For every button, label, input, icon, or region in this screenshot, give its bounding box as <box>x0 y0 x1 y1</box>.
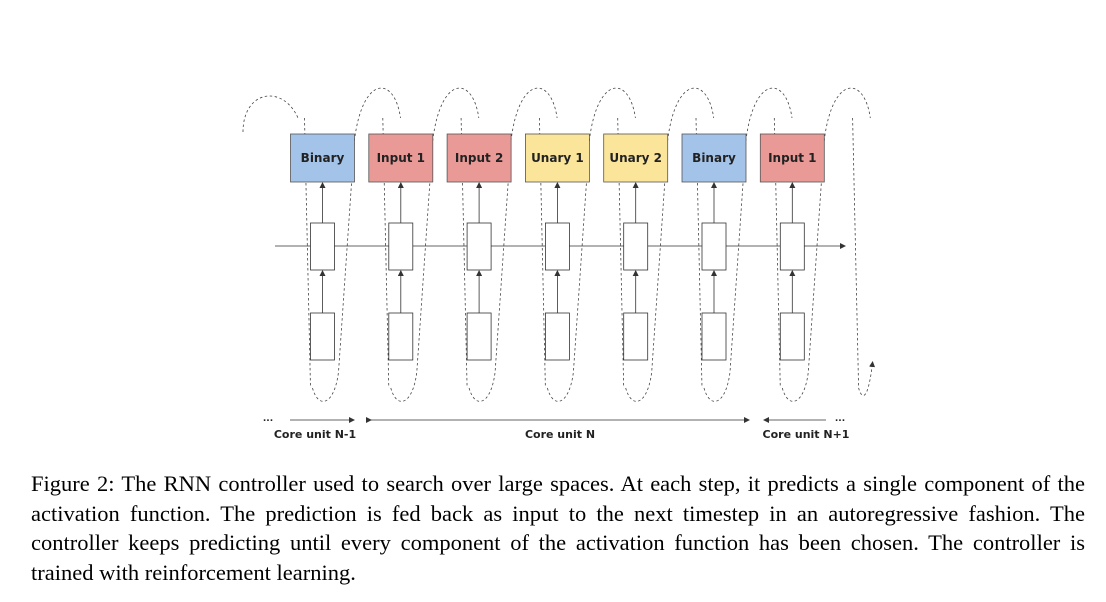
ellipsis-left: ... <box>263 414 273 424</box>
rnn-cell <box>623 222 649 271</box>
token-box-rect <box>368 133 434 183</box>
token-box: Unary 1 <box>525 133 590 183</box>
core-unit-n-label: Core unit N <box>525 428 595 441</box>
rnn-cell <box>388 222 414 271</box>
rnn-cell <box>545 222 570 271</box>
input-cell <box>701 312 727 361</box>
token-box-rect <box>603 133 669 183</box>
ellipsis-right: ... <box>835 414 845 424</box>
figure-caption: Figure 2: The RNN controller used to sea… <box>31 471 1085 585</box>
input-cell <box>388 312 414 361</box>
token-label: Unary 2 <box>609 151 662 165</box>
token-box: Input 2 <box>446 133 512 183</box>
token-box: Input 1 <box>368 133 434 183</box>
token-box-rect <box>681 133 747 183</box>
core-unit-n-plus-1-label: Core unit N+1 <box>763 428 850 441</box>
wave-start <box>242 95 299 133</box>
token-box: Unary 2 <box>603 133 669 183</box>
input-cell <box>310 312 335 361</box>
core-unit-n-minus-1-label: Core unit N-1 <box>274 428 356 441</box>
token-box-rect <box>525 133 590 183</box>
token-box: Binary <box>681 133 747 183</box>
token-boxes: Binary Input 1 Input 2 Unary 1 Unary 2 Binary… <box>290 133 825 183</box>
rnn-cell <box>779 222 805 271</box>
input-cell <box>466 312 492 361</box>
input-cell <box>779 312 805 361</box>
token-box-rect <box>759 133 825 183</box>
token-box-rect <box>290 133 355 183</box>
token-label: Input 1 <box>377 151 425 165</box>
rnn-cells <box>275 182 846 361</box>
token-box-rect <box>446 133 512 183</box>
token-box: Input 1 <box>759 133 825 183</box>
input-cell <box>623 312 649 361</box>
token-label: Binary <box>692 151 736 165</box>
token-box: Binary <box>290 133 355 183</box>
token-label: Input 2 <box>455 151 503 165</box>
core-unit-axis: ... Core unit N-1 Core unit N ... Core u… <box>263 414 850 441</box>
rnn-cell <box>701 222 727 271</box>
rnn-cell <box>466 222 492 271</box>
input-cell <box>545 312 570 361</box>
rnn-cell <box>310 222 335 271</box>
token-label: Input 1 <box>768 151 816 165</box>
token-label: Binary <box>301 151 345 165</box>
token-label: Unary 1 <box>531 151 584 165</box>
wave-end <box>852 117 876 396</box>
